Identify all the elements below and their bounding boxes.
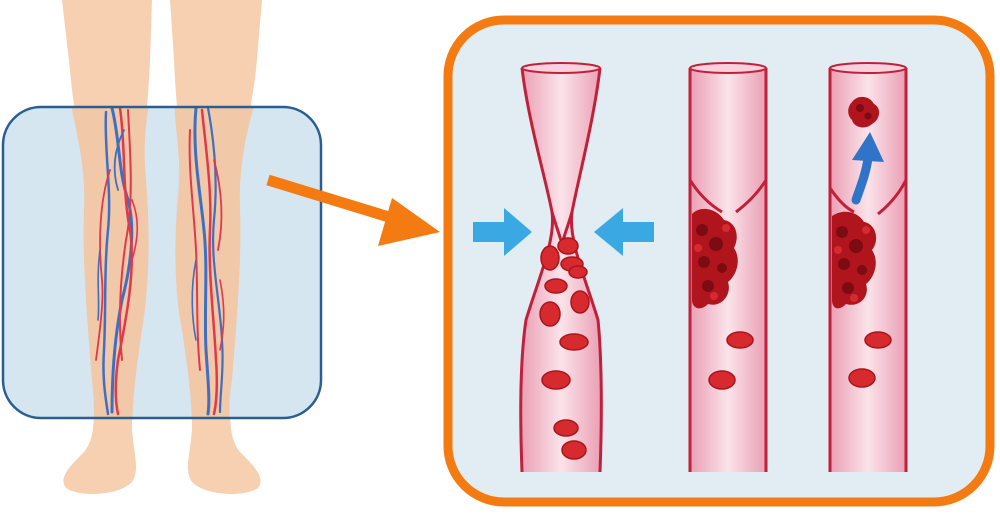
blood-clot bbox=[832, 211, 877, 309]
red-cell bbox=[568, 265, 588, 279]
red-cell bbox=[864, 331, 892, 349]
red-cell bbox=[539, 301, 561, 327]
red-cell bbox=[541, 370, 571, 390]
blood-clot bbox=[692, 208, 738, 309]
red-cell bbox=[726, 331, 754, 349]
left-leg-vessels bbox=[95, 107, 139, 416]
zoom-panel bbox=[1, 105, 323, 420]
red-blood-cells bbox=[539, 237, 590, 460]
red-cell bbox=[708, 370, 736, 390]
arrow-right-icon bbox=[473, 208, 532, 256]
red-cell bbox=[570, 290, 590, 314]
embolus bbox=[848, 96, 880, 128]
red-cell bbox=[848, 368, 876, 388]
vessel-clot bbox=[688, 62, 768, 472]
vessel-narrowing bbox=[519, 62, 603, 473]
pointer-arrow-icon bbox=[266, 174, 440, 246]
vessel-embolus bbox=[828, 62, 908, 472]
arrow-left-icon bbox=[594, 208, 654, 256]
red-cell bbox=[559, 333, 589, 351]
red-cell bbox=[553, 419, 579, 437]
red-cell bbox=[540, 245, 560, 271]
red-cell bbox=[561, 440, 587, 460]
up-arrow-icon bbox=[851, 132, 884, 205]
right-leg-vessels bbox=[188, 107, 225, 416]
red-cell bbox=[544, 278, 568, 294]
red-cell bbox=[557, 237, 579, 255]
compression-arrows-icon bbox=[473, 208, 654, 256]
